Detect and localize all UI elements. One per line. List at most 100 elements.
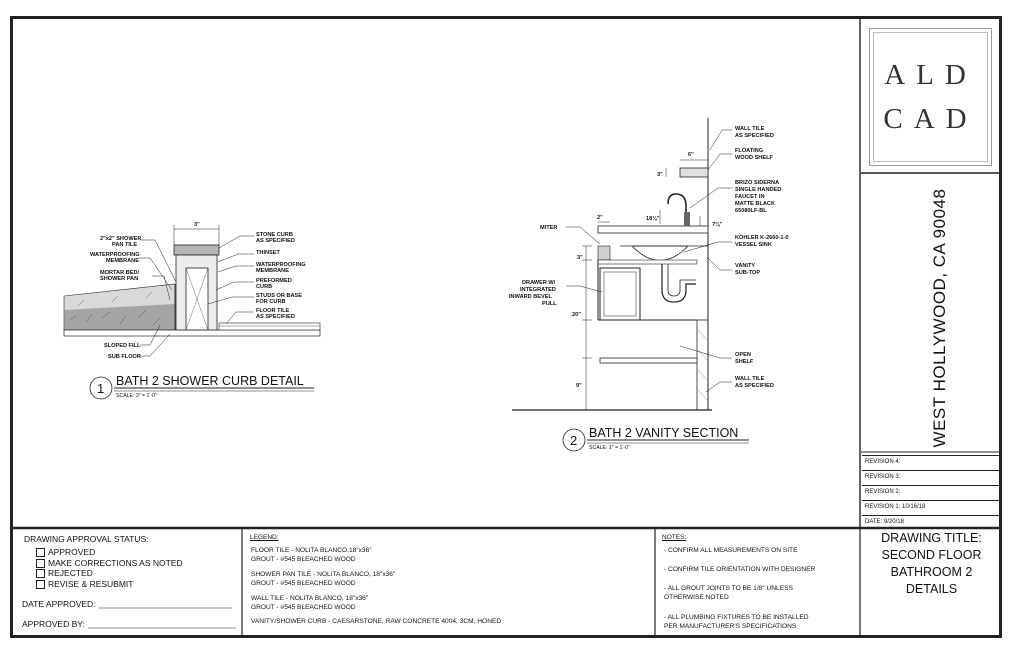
- label-waterproofing-2: MEMBRANE: [106, 258, 139, 264]
- label-studs: STUDS OR BASE: [256, 293, 302, 299]
- label-thinset: THINSET: [256, 250, 281, 256]
- legend-item-wall-tile: WALL TILE - NOLITA BLANCO, 18"x36" GROUT…: [251, 594, 368, 612]
- label-sub-floor: SUB FLOOR: [108, 354, 141, 360]
- detail-2-title: BATH 2 VANITY SECTION: [589, 426, 738, 440]
- label-brizo-4: MATTE BLACK: [735, 201, 775, 207]
- checkbox-icon[interactable]: [36, 568, 45, 578]
- approval-option-resubmit[interactable]: REVISE & RESUBMIT: [36, 579, 134, 589]
- approval-option-label: REVISE & RESUBMIT: [48, 579, 134, 589]
- label-brizo-2: SINGLE HANDED: [735, 187, 781, 193]
- curb-dim: 3": [194, 222, 200, 228]
- label-waterproofing-r: WATERPROOFING: [256, 262, 306, 268]
- note-text: PER MANUFACTURER'S SPECIFICATIONS: [664, 622, 797, 630]
- label-open-shelf: OPEN: [735, 352, 751, 358]
- legend-text: GROUT - #545 BLEACHED WOOD: [251, 580, 356, 587]
- label-drawer-3: INWARD BEVEL: [509, 294, 552, 300]
- dim-counter-thick: 3": [577, 255, 583, 261]
- project-address: WEST HOLLYWOOD, CA 90048: [905, 188, 975, 448]
- legend-item-shower-pan: SHOWER PAN TILE - NOLITA BLANCO, 18"x36"…: [251, 570, 395, 588]
- checkbox-icon[interactable]: [36, 558, 45, 568]
- legend-text: SHOWER PAN TILE - NOLITA BLANCO, 18"x36": [251, 571, 396, 578]
- detail-1-scale: SCALE: 3" = 1'-0": [116, 393, 157, 399]
- label-miter: MITER: [540, 225, 557, 231]
- revision-3: REVISION 3:: [862, 470, 1001, 483]
- label-wall-tile-b2: AS SPECIFIED: [735, 383, 774, 389]
- approved-by-label: APPROVED BY:: [22, 619, 85, 629]
- detail-1-number: 1: [97, 381, 104, 396]
- label-wall-tile: WALL TILE: [735, 126, 765, 132]
- date-approved-label: DATE APPROVED:: [22, 599, 96, 609]
- label-floor-tile-2: AS SPECIFIED: [256, 314, 295, 320]
- logo-line-1: ALD: [884, 59, 977, 91]
- label-drawer-2: INTEGRATED: [520, 287, 556, 293]
- revision-4: REVISION 4:: [862, 455, 1001, 468]
- revision-1: REVISION 1: 10/16/18: [862, 500, 1001, 513]
- label-wall-tile-b: WALL TILE: [735, 376, 765, 382]
- label-waterproofing: WATERPROOFING: [90, 252, 140, 258]
- dim-counter-edge: 2": [597, 215, 603, 221]
- legend-item-curb: VANITY/SHOWER CURB - CAESARSTONE, RAW CO…: [251, 617, 501, 626]
- approval-option-approved[interactable]: APPROVED: [36, 547, 95, 557]
- checkbox-icon[interactable]: [36, 579, 45, 589]
- legend-text: FLOOR TILE - NOLITA BLANCO,18"x36": [251, 547, 372, 554]
- dim-shelf-thick: 3": [657, 172, 663, 178]
- drawing-title-line-1: SECOND FLOOR: [881, 548, 982, 562]
- note-text: - CONFIRM TILE ORIENTATION WITH DESIGNER: [664, 566, 816, 573]
- approval-option-corrections[interactable]: MAKE CORRECTIONS AS NOTED: [36, 558, 183, 568]
- detail-1-title: BATH 2 SHOWER CURB DETAIL: [116, 374, 304, 388]
- label-preformed: PREFORMED: [256, 278, 292, 284]
- approval-option-label: REJECTED: [48, 568, 93, 578]
- logo-line-2: CAD: [883, 103, 978, 135]
- label-brizo: BRIZO SIDERNA: [735, 180, 779, 186]
- approval-option-label: MAKE CORRECTIONS AS NOTED: [48, 558, 183, 568]
- legend-text: GROUT - #545 BLEACHED WOOD: [251, 604, 356, 611]
- label-wall-tile-2: AS SPECIFIED: [735, 133, 774, 139]
- label-open-shelf-2: SHELF: [735, 359, 754, 365]
- shower-curb-detail: 3" 2"x2" SHOWER PAN TILE WATERPROOFING M…: [63, 222, 321, 400]
- label-floating-2: WOOD SHELF: [735, 155, 773, 161]
- label-shower-pan-tile: 2"x2" SHOWER: [100, 236, 141, 242]
- label-shower-pan-tile-2: PAN TILE: [112, 242, 137, 248]
- label-vanity-2: SUB-TOP: [735, 270, 760, 276]
- legend-text: VANITY/SHOWER CURB - CAESARSTONE, RAW CO…: [251, 618, 502, 625]
- label-drawer: DRAWER W/: [522, 280, 556, 286]
- label-preformed-2: CURB: [256, 284, 272, 290]
- dim-shelf-width: 6": [688, 152, 694, 158]
- label-stone-curb: STONE CURB: [256, 232, 293, 238]
- label-waterproofing-r2: MEMBRANE: [256, 268, 289, 274]
- project-address-text: WEST HOLLYWOOD, CA 90048: [930, 188, 949, 448]
- approval-option-rejected[interactable]: REJECTED: [36, 568, 93, 578]
- checkbox-icon[interactable]: [36, 547, 45, 557]
- dim-faucet-height: 18⅛": [646, 216, 660, 222]
- note-item: - ALL GROUT JOINTS TO BE 1/8" UNLESS OTH…: [664, 585, 793, 602]
- approval-heading: DRAWING APPROVAL STATUS:: [24, 534, 149, 544]
- label-floor-tile: FLOOR TILE: [256, 308, 290, 314]
- note-item: - ALL PLUMBING FIXTURES TO BE INSTALLED …: [664, 614, 809, 631]
- note-item: - CONFIRM ALL MEASUREMENTS ON SITE: [664, 547, 797, 556]
- legend-item-floor-tile: FLOOR TILE - NOLITA BLANCO,18"x36" GROUT…: [251, 546, 372, 564]
- drawing-title-line-2: BATHROOM 2: [890, 565, 973, 579]
- dim-floor-clear: 9": [576, 383, 582, 389]
- legend-text: GROUT - #545 BLEACHED WOOD: [251, 556, 356, 563]
- vanity-section-detail: 6" 3" 2" 18⅛" 7⅛" 3" 20" 9" WALL TILE AS…: [509, 118, 788, 452]
- revision-2: REVISION 2:: [862, 485, 1001, 498]
- drawing-title-line-3: DETAILS: [905, 582, 958, 596]
- label-vanity: VANITY: [735, 263, 755, 269]
- label-sloped-fill: SLOPED FILL: [104, 343, 141, 349]
- label-mortar-bed-2: SHOWER PAN: [100, 276, 138, 282]
- sheet-border: [10, 16, 1002, 638]
- notes-heading: NOTES:: [662, 534, 687, 541]
- legend-heading: LEGEND:: [250, 534, 279, 541]
- revision-date: DATE: 9/20/18: [862, 515, 1001, 528]
- label-kohler-2: VESSEL SINK: [735, 242, 772, 248]
- dim-faucet-offset: 7⅛": [712, 222, 723, 228]
- approval-option-label: APPROVED: [48, 547, 96, 557]
- dim-cabinet-height: 20": [572, 312, 581, 318]
- label-brizo-5: 65080LF-BL: [735, 208, 767, 214]
- legend-text: WALL TILE - NOLITA BLANCO, 18"x36": [251, 595, 369, 602]
- detail-2-number: 2: [570, 433, 577, 448]
- note-text: OTHERWISE NOTED: [664, 593, 729, 601]
- label-floating: FLOATING: [735, 148, 763, 154]
- label-studs-2: FOR CURB: [256, 299, 286, 305]
